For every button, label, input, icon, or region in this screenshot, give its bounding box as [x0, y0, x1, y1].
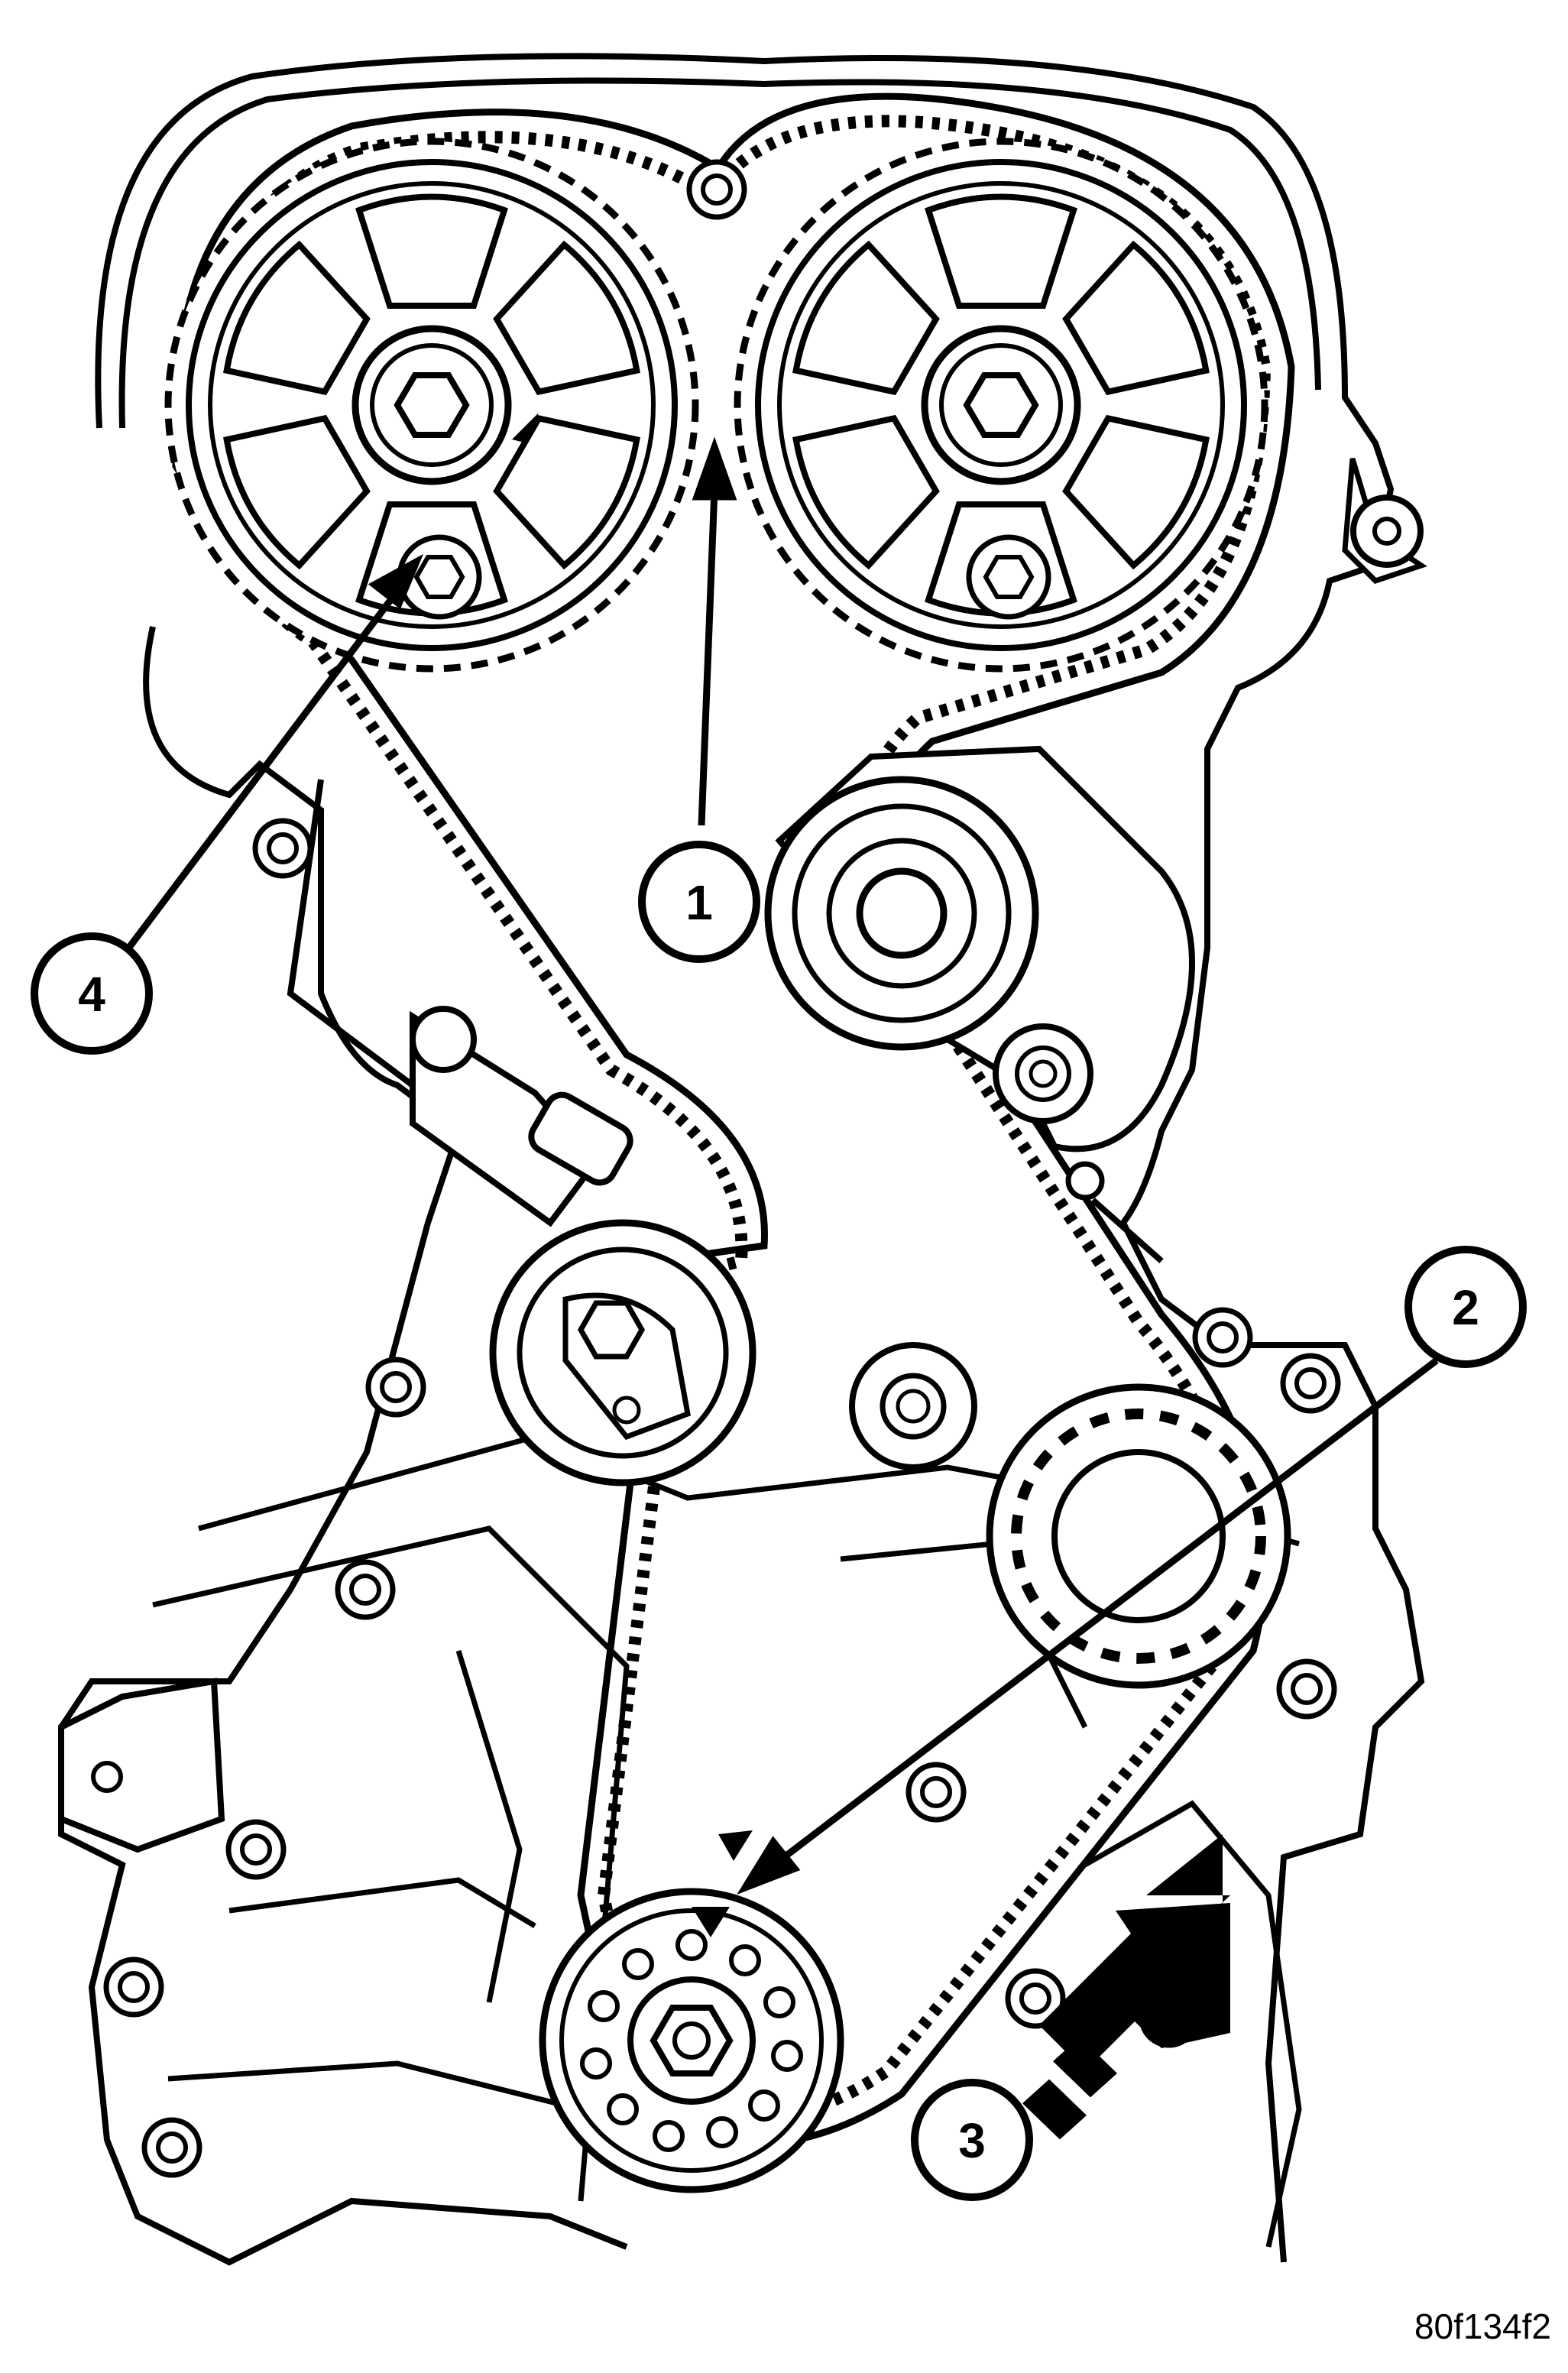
right-camshaft-sprocket-icon — [737, 141, 1265, 669]
callout-3-label: 3 — [958, 2113, 986, 2168]
crank-timing-mark-icon — [692, 1907, 730, 1937]
callout-3: 3 — [911, 2079, 1033, 2201]
belt-tensioner-icon — [410, 1006, 756, 1486]
cover-bolt-left-upper — [255, 821, 310, 876]
crankshaft-sprocket-icon — [986, 1383, 1291, 1689]
upper-cover-bolt — [689, 162, 744, 217]
callout-1-label: 1 — [685, 875, 713, 930]
cover-bolt-right-mid — [1195, 1310, 1250, 1365]
left-mounting-ear — [58, 1678, 225, 1853]
cover-bolt-lower-far-left — [106, 1960, 161, 2015]
cover-bolt-left-low — [338, 1562, 393, 1617]
idler-pulley-icon — [764, 745, 1195, 1152]
cover-bolt-right-upper — [1283, 1356, 1338, 1411]
cover-bolt-right-lower — [1279, 1661, 1334, 1717]
cover-bolt-left-bottom — [228, 1822, 283, 1877]
cover-bolt-center-lower — [909, 1765, 964, 1820]
cam-timing-mark-icon — [512, 413, 539, 443]
center-stud — [849, 1342, 977, 1470]
callout-4-label: 4 — [78, 967, 105, 1022]
crankshaft-damper-icon — [539, 1830, 844, 2193]
figure-id: 80f134f2 — [1414, 2307, 1551, 2346]
cover-bolt-left-mid — [368, 1360, 423, 1415]
leader-lines — [123, 436, 1439, 1895]
callout-2: 2 — [1404, 1246, 1527, 1368]
left-camshaft-sprocket-icon — [168, 141, 695, 669]
cover-bolt-bottom-left — [144, 2120, 199, 2175]
right-stud-bolt — [1342, 457, 1427, 585]
timing-belt-icon — [171, 92, 1295, 2148]
callout-2-label: 2 — [1452, 1280, 1479, 1335]
push-direction-arrow-icon — [1022, 1834, 1230, 2140]
belt-guide-pin — [1065, 1161, 1164, 1263]
callout-4: 4 — [31, 932, 153, 1055]
callout-1: 1 — [638, 841, 760, 963]
